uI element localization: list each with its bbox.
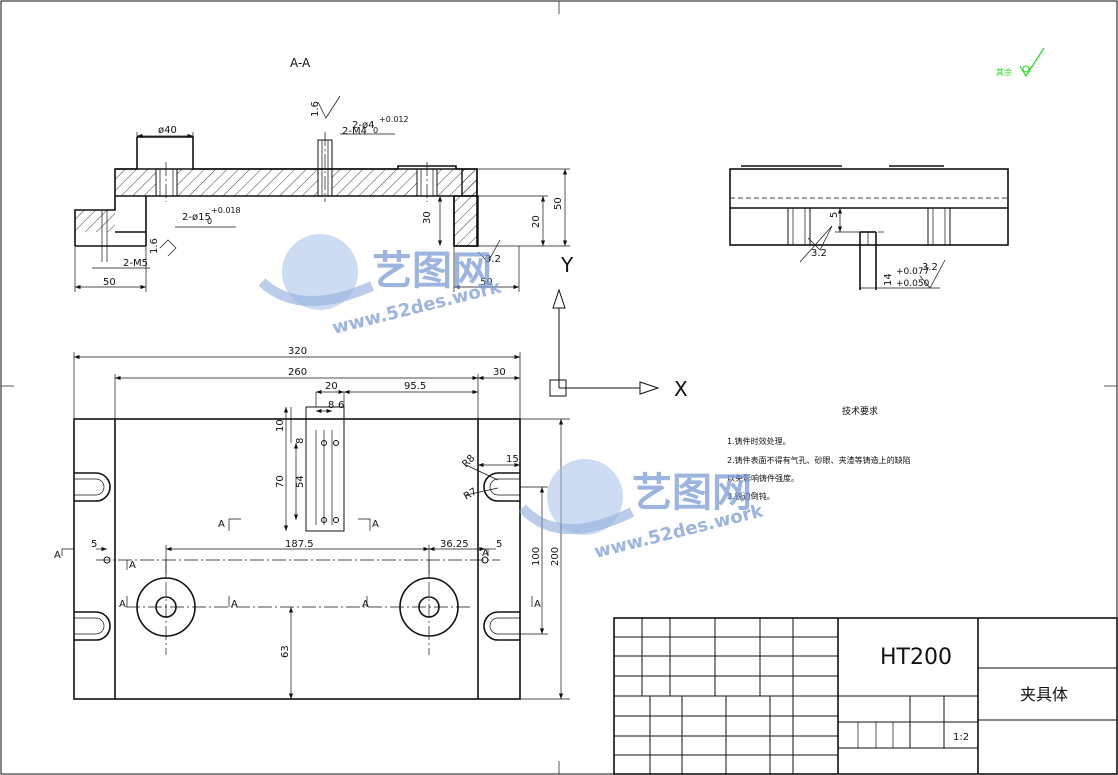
plan-dim-w6: 6 <box>338 400 344 411</box>
plan-dim-h70: 70 <box>275 475 286 488</box>
plan-dim-h100: 100 <box>531 547 542 566</box>
dim-ra-top: 1.6 <box>310 101 321 117</box>
plan-dim-h54: 54 <box>295 475 306 488</box>
dim-phi15-tol-top: +0.018 <box>211 206 241 215</box>
section-mark: A <box>218 519 225 530</box>
plan-dim-w95-5: 95.5 <box>404 381 426 392</box>
plan-dim-h63: 63 <box>280 645 291 658</box>
dim-h20: 20 <box>531 215 542 228</box>
plan-dim-w30: 30 <box>493 367 506 378</box>
side-dim-h5: 5 <box>829 212 840 218</box>
plan-dim-w15: 15 <box>506 454 519 465</box>
plan-view <box>61 352 570 700</box>
section-mark: A <box>231 599 238 610</box>
dim-ra-right: 3.2 <box>485 254 501 265</box>
plan-dim-w36-25: 36.25 <box>440 539 469 550</box>
dim-phi4-tol-bot: 0 <box>373 126 378 135</box>
plan-dim-w187-5: 187.5 <box>285 539 314 550</box>
roughness-note: 其余 <box>996 47 1045 78</box>
plan-dim-r8: R8 <box>460 453 477 470</box>
title-block <box>613 617 1118 775</box>
section-mark: A <box>129 560 136 571</box>
tech-req-item: 以免影响铸件强度。 <box>727 473 799 483</box>
dim-h50: 50 <box>553 197 564 210</box>
side-dim-ra-slot: 3.2 <box>811 248 827 259</box>
plan-dim-w20: 20 <box>325 381 338 392</box>
plan-dim-w260: 260 <box>288 367 307 378</box>
plan-dim-h10: 10 <box>275 419 286 432</box>
section-mark: A <box>119 599 126 610</box>
dim-phi40: ø40 <box>158 125 177 136</box>
axis-y-label: Y <box>560 253 574 277</box>
plan-dim-w320: 320 <box>288 346 307 357</box>
plan-dim-h8: 8 <box>295 438 306 444</box>
dim-phi15-tol-bot: 0 <box>207 217 212 226</box>
plan-dim-w5a: 5 <box>91 539 97 550</box>
section-view <box>74 95 570 292</box>
section-mark: A <box>372 519 379 530</box>
section-mark: A <box>482 548 489 559</box>
watermark: 艺图网 www.52des.work <box>258 234 504 339</box>
side-dim-w14-tol-top: +0.077 <box>896 267 929 277</box>
section-mark: A <box>362 599 369 610</box>
watermark-cn: 艺图网 <box>372 248 492 294</box>
dim-w-right: 50 <box>480 277 493 288</box>
dim-phi4-tol-top: +0.012 <box>379 115 409 124</box>
axis-x-label: X <box>674 377 688 401</box>
title-scale: 1:2 <box>953 732 969 743</box>
dim-m4: 2-M4 <box>342 126 367 137</box>
plan-dim-h200: 200 <box>550 547 561 566</box>
ucs-axes <box>549 288 660 397</box>
tech-req-title: 技术要求 <box>842 405 878 417</box>
tech-req-item: 3.锐边倒钝。 <box>727 491 775 501</box>
title-part-name: 夹具体 <box>1020 685 1068 704</box>
dim-ra-left: 1.6 <box>149 238 160 254</box>
section-mark: A <box>54 550 61 561</box>
plan-dim-w5b: 5 <box>496 539 502 550</box>
plan-dim-w8: 8 <box>328 400 334 411</box>
dim-w-left: 50 <box>103 277 116 288</box>
side-dim-ra-key: 3.2 <box>922 262 938 273</box>
dim-phi15: 2-ø15 <box>182 212 211 223</box>
side-view <box>729 165 1009 290</box>
tech-requirements: 技术要求 1.铸件时效处理。 2.铸件表面不得有气孔、砂眼、夹渣等铸造上的缺陷 … <box>727 405 911 501</box>
side-dim-w14-tol-bot: +0.050 <box>896 279 930 289</box>
tech-req-item: 2.铸件表面不得有气孔、砂眼、夹渣等铸造上的缺陷 <box>727 455 911 465</box>
dim-m5: 2-M5 <box>123 258 148 269</box>
side-dim-w14: 14 <box>883 273 894 286</box>
section-mark: A <box>534 599 541 610</box>
section-label: A-A <box>290 56 311 70</box>
plan-dim-r7: R7 <box>462 486 479 502</box>
watermark-cn: 艺图网 <box>632 470 752 516</box>
tech-req-item: 1.铸件时效处理。 <box>727 436 791 446</box>
dim-phi4: 2-ø4 <box>352 120 374 131</box>
dim-h30: 30 <box>422 211 433 224</box>
roughness-note-label: 其余 <box>996 67 1012 77</box>
title-material: HT200 <box>880 645 952 670</box>
